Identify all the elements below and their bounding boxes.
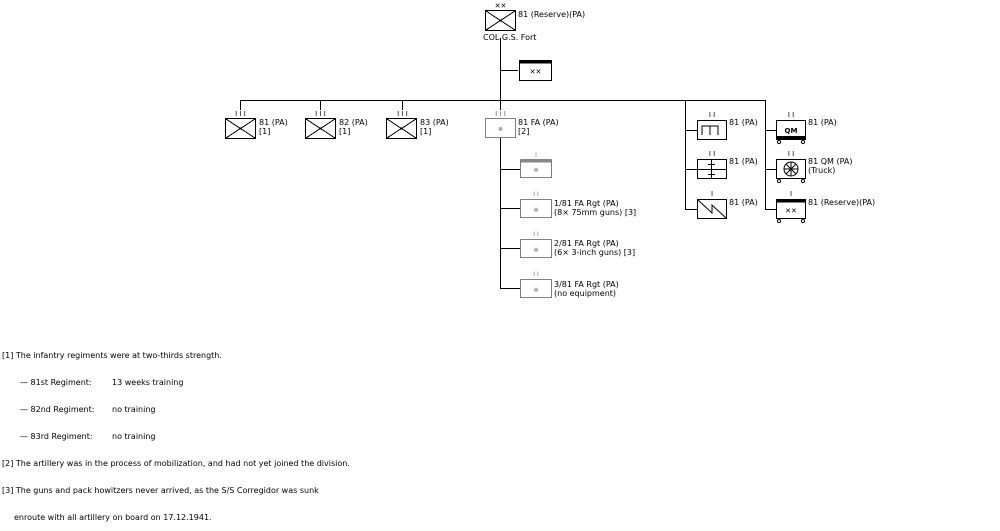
footnote-2: [2] The artillery was in the process of … — [2, 459, 350, 468]
svg-text:✻: ✻ — [533, 287, 538, 294]
regiment-83-label: 83 (PA) [1] — [420, 118, 449, 136]
footnote-3-cont: enroute with all artillery on board on 1… — [14, 513, 212, 522]
svg-text:✻: ✻ — [498, 126, 503, 133]
regiment-81-label: 81 (PA) [1] — [259, 118, 288, 136]
footnote-1-82nd: — 82nd Regiment:no training — [20, 405, 156, 414]
svg-text:✻: ✻ — [533, 247, 538, 254]
artillery-regiment-symbol: I I I ✻ — [485, 110, 516, 138]
artillery-battalion-3-symbol: I I ✻ — [520, 271, 552, 298]
svg-text:I I: I I — [533, 231, 539, 238]
artillery-label: 81 FA (PA) [2] — [518, 118, 559, 136]
svg-text:✕✕: ✕✕ — [530, 68, 542, 76]
quartermaster-battalion-symbol: I I QM — [776, 111, 806, 145]
svg-text:I: I — [711, 190, 713, 198]
infantry-regiment-82-symbol: I I I — [305, 110, 336, 139]
engineer-label: 81 (PA) — [729, 118, 758, 127]
artillery-battalion-1-label: 1/81 FA Rgt (PA) (8× 75mm guns) [3] — [554, 199, 637, 217]
svg-text:I I: I I — [709, 150, 715, 158]
hq-reserve-label: 81 (Reserve)(PA) — [808, 198, 876, 207]
svg-text:I I: I I — [533, 271, 539, 278]
svg-text:I I: I I — [533, 191, 539, 198]
svg-text:✻: ✻ — [533, 167, 538, 174]
svg-text:I I I: I I I — [495, 110, 506, 118]
commander-label: COL G.S. Fort — [483, 33, 537, 42]
regiment-82-label: 82 (PA) [1] — [339, 118, 368, 136]
connector-lines — [240, 38, 776, 289]
footnote-1: [1] The infantry regiments were at two-t… — [2, 351, 222, 360]
svg-text:I: I — [790, 190, 792, 198]
footnote-1-81st: — 81st Regiment:13 weeks training — [20, 378, 184, 387]
signal-label: 81 (PA) — [729, 198, 758, 207]
svg-text:I I I: I I I — [235, 110, 246, 118]
svg-text:I I: I I — [709, 111, 715, 119]
engineer-battalion-symbol: I I — [697, 111, 727, 140]
footnote-1-83rd: — 83rd Regiment:no training — [20, 432, 156, 441]
motor-transport-battalion-symbol: I I — [776, 150, 806, 184]
svg-text:I I: I I — [788, 150, 794, 158]
hq-label: 81 (Reserve)(PA) — [518, 10, 586, 19]
medical-label: 81 (PA) — [729, 157, 758, 166]
division-hq-symbol: ✕✕ — [485, 2, 516, 31]
infantry-regiment-83-symbol: I I I — [386, 110, 417, 139]
svg-text:I: I — [535, 152, 537, 159]
svg-text:✻: ✻ — [533, 207, 538, 214]
org-chart: ✕✕ ✕✕ I I I I I I I I I I I I ✻ I ✻ I I — [225, 2, 806, 298]
svg-text:✕✕: ✕✕ — [495, 2, 507, 10]
artillery-battalion-3-label: 3/81 FA Rgt (PA) (no equipment) — [554, 280, 619, 298]
signal-company-symbol: I — [697, 190, 727, 219]
qm-symbol-text: QM — [785, 127, 798, 135]
artillery-hq-battery-symbol: I ✻ — [520, 152, 552, 178]
hq-reserve-company-symbol: I ✕✕ — [776, 190, 806, 224]
motor-transport-label: 81 QM (PA) (Truck) — [808, 157, 853, 175]
infantry-regiment-81-symbol: I I I — [225, 110, 256, 139]
svg-text:I I I: I I I — [315, 110, 326, 118]
svg-text:I I: I I — [788, 111, 794, 119]
svg-text:✕✕: ✕✕ — [785, 207, 797, 215]
artillery-battalion-2-label: 2/81 FA Rgt (PA) (6× 3-inch guns) [3] — [554, 239, 636, 257]
footnotes: [1] The infantry regiments were at two-t… — [2, 333, 350, 531]
quartermaster-label: 81 (PA) — [808, 118, 837, 127]
artillery-battalion-1-symbol: I I ✻ — [520, 191, 552, 218]
svg-text:I I I: I I I — [397, 110, 408, 118]
artillery-battalion-2-symbol: I I ✻ — [520, 231, 552, 258]
medical-battalion-symbol: I I — [697, 150, 727, 179]
footnote-3: [3] The guns and pack howitzers never ar… — [2, 486, 319, 495]
hq-company-symbol: ✕✕ — [519, 60, 552, 81]
